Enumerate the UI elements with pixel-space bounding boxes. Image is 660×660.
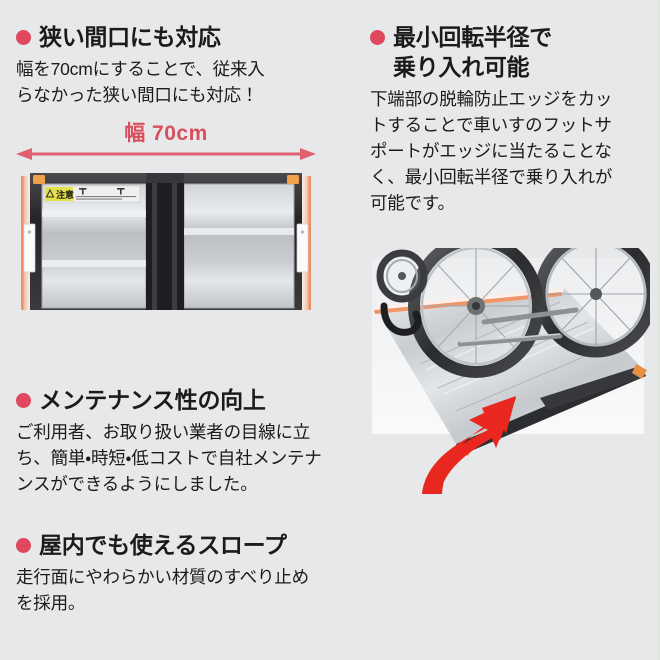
wheelchair-ramp-photo <box>364 248 650 498</box>
heading-line: 最小回転半径で <box>393 24 552 50</box>
body-line: ち、簡単・時短・低コストで自社メンテナ <box>16 448 322 468</box>
body-line: く、最小回転半径で乗り入れが <box>370 167 613 187</box>
wheel-front <box>408 248 544 378</box>
body-line: トすることで車いすのフットサ <box>370 115 612 135</box>
body-line: を採用。 <box>16 593 86 613</box>
feature-body: 幅を70cmにすることで、従来入 らなかった狭い間口にも対応！ <box>16 56 346 108</box>
body-line: ポートがエッジに当たることな <box>370 141 612 161</box>
red-dot-icon <box>16 538 31 553</box>
feature-heading-text: 最小回転半径で 乗り入れ可能 <box>393 22 552 82</box>
red-dot-icon <box>16 30 31 45</box>
curved-up-arrow-icon <box>422 396 516 494</box>
body-line: 下端部の脱輪防止エッジをカッ <box>370 89 613 109</box>
feature-heading-text: メンテナンス性の向上 <box>39 385 266 415</box>
red-dot-icon <box>16 393 31 408</box>
feature-body: ご利用者、お取り扱い業者の目線に立 ち、簡単・時短・低コストで自社メンテナ ンス… <box>16 419 356 497</box>
body-line: 幅を70cmにすることで、従来入 <box>16 59 265 79</box>
heading-line: メンテナンス性の向上 <box>39 387 266 413</box>
feature-body: 走行面にやわらかい材質のすべり止め を採用。 <box>16 564 356 616</box>
feature-heading: 最小回転半径で 乗り入れ可能 <box>370 22 648 82</box>
body-line: らなかった狭い間口にも対応！ <box>16 85 259 105</box>
double-headed-arrow-icon <box>16 148 316 160</box>
ramp-top-view-illustration: 注意 <box>16 164 316 314</box>
feature-heading: メンテナンス性の向上 <box>16 385 356 415</box>
heading-line: 狭い間口にも対応 <box>39 24 221 50</box>
body-line: ご利用者、お取り扱い業者の目線に立 <box>16 422 311 442</box>
dimension-label: 幅 70cm <box>124 122 208 145</box>
heading-line: 乗り入れ可能 <box>393 54 530 80</box>
feature-heading-text: 狭い間口にも対応 <box>39 22 221 52</box>
ramp-width-figure: 幅 70cm <box>16 122 316 314</box>
feature-min-turning-radius: 最小回転半径で 乗り入れ可能 下端部の脱輪防止エッジをカッ トすることで車いすの… <box>370 22 648 216</box>
svg-text:注意: 注意 <box>56 189 74 200</box>
feature-heading: 狭い間口にも対応 <box>16 22 346 52</box>
feature-body: 下端部の脱輪防止エッジをカッ トすることで車いすのフットサ ポートがエッジに当た… <box>370 86 648 216</box>
warning-sticker: 注意 <box>43 185 141 203</box>
body-line: 走行面にやわらかい材質のすべり止め <box>16 567 309 587</box>
heading-line: 屋内でも使えるスロープ <box>39 532 287 558</box>
wheelchair-on-ramp-illustration <box>364 248 650 498</box>
body-line: 可能です。 <box>370 193 455 213</box>
body-line: ンスができるようにしました。 <box>16 474 258 494</box>
caster-wheel <box>376 249 428 303</box>
feature-heading: 屋内でも使えるスロープ <box>16 530 356 560</box>
feature-heading-text: 屋内でも使えるスロープ <box>39 530 287 560</box>
feature-indoor-slope: 屋内でも使えるスロープ 走行面にやわらかい材質のすべり止め を採用。 <box>16 530 356 616</box>
ramp-photo: 注意 <box>16 164 316 314</box>
feature-narrow-entrance: 狭い間口にも対応 幅を70cmにすることで、従来入 らなかった狭い間口にも対応！ <box>16 22 346 108</box>
red-dot-icon <box>370 30 385 45</box>
feature-maintainability: メンテナンス性の向上 ご利用者、お取り扱い業者の目線に立 ち、簡単・時短・低コス… <box>16 385 356 497</box>
